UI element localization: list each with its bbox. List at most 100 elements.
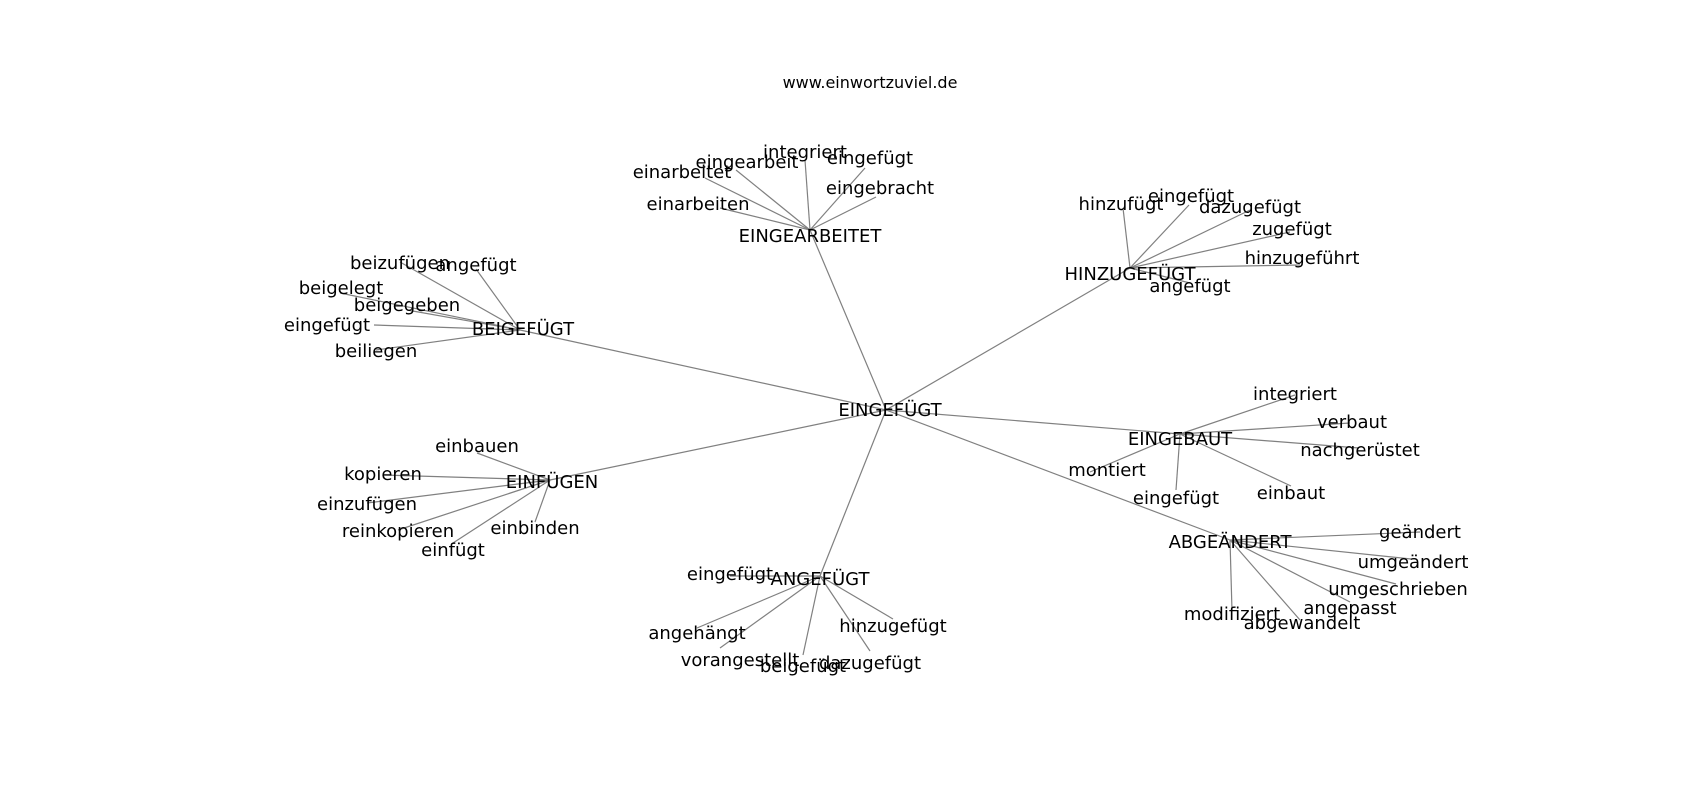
leaf-node-label: kopieren <box>344 464 422 485</box>
edge-hub-leaf <box>719 207 811 231</box>
leaf-node-label: zugefügt <box>1252 219 1332 240</box>
leaf-node-label: eingefügt <box>827 148 913 169</box>
leaf-node-label: beigelegt <box>299 278 384 299</box>
edge-root-hub <box>809 229 887 411</box>
leaf-node-label: beigegeben <box>354 295 460 316</box>
edge-hub-leaf <box>452 479 551 544</box>
edge-hub-leaf <box>1179 422 1351 435</box>
edge-root-hub <box>885 267 1131 411</box>
edge-root-hub <box>549 409 887 481</box>
leaf-node-label: dazugefügt <box>1199 197 1301 218</box>
edge-hub-leaf <box>476 452 551 481</box>
leaf-node-label: eingefügt <box>284 315 370 336</box>
edge-hub-leaf <box>534 479 551 523</box>
leaf-node-label: einbinden <box>490 518 579 539</box>
leaf-node-label: einarbeitet <box>633 162 732 183</box>
leaf-node-label: nachgerüstet <box>1300 440 1420 461</box>
leaf-node-label: angefügt <box>1149 276 1230 297</box>
hub-node-label: BEIGEFÜGT <box>472 318 575 340</box>
leaf-node-label: reinkopieren <box>342 521 454 542</box>
leaf-node-label: abgewandelt <box>1244 613 1361 634</box>
edge-hub-leaf <box>1129 267 1191 284</box>
leaf-node-label: beiliegen <box>335 341 418 362</box>
edge-hub-leaf <box>1229 539 1301 621</box>
edge-root-hub <box>885 409 1181 435</box>
edge-hub-leaf <box>399 261 521 331</box>
edge-hub-leaf <box>1229 539 1351 603</box>
edge-hub-leaf <box>1179 433 1292 487</box>
leaf-node-label: integriert <box>1253 384 1337 405</box>
edge-root-hub <box>819 409 887 577</box>
leaf-node-label: hinzugefügt <box>839 616 946 637</box>
hub-node-label: ABGEÄNDERT <box>1169 532 1293 553</box>
leaf-node-label: dazugefügt <box>819 653 921 674</box>
leaf-node-label: hinzufügt <box>1079 194 1164 215</box>
edge-hub-leaf <box>1179 394 1296 435</box>
leaf-node-label: angefügt <box>435 255 516 276</box>
edge-hub-leaf <box>406 309 521 331</box>
edge-hub-leaf <box>1175 433 1181 491</box>
leaf-node-label: hinzugeführt <box>1245 248 1360 269</box>
edge-hub-leaf <box>696 575 821 629</box>
hub-node-label: ANGEFÜGT <box>771 568 871 590</box>
edge-hub-leaf <box>804 159 811 231</box>
edge-hub-leaf <box>382 474 551 481</box>
diagram-title: www.einwortzuviel.de <box>783 73 958 92</box>
leaf-node-label: geändert <box>1379 522 1461 543</box>
leaf-node-label: eingebracht <box>826 178 934 199</box>
edge-hub-leaf <box>375 329 521 351</box>
edge-hub-leaf <box>704 177 811 231</box>
edge-hub-leaf <box>809 167 866 231</box>
leaf-node-label: eingefügt <box>1148 186 1234 207</box>
leaf-node-label: modifiziert <box>1184 604 1280 625</box>
leaf-node-label: einzufügen <box>317 494 417 515</box>
edge-hub-leaf <box>1229 531 1421 541</box>
edge-hub-leaf <box>819 575 871 652</box>
leaf-node-label: angehängt <box>648 623 745 644</box>
root-node-label: EINGEFÜGT <box>838 399 942 421</box>
edge-hub-leaf <box>475 268 521 331</box>
edge-hub-leaf <box>1179 433 1360 449</box>
leaf-node-label: umgeändert <box>1358 552 1469 573</box>
leaf-node-label: beigefügt <box>760 656 846 677</box>
edge-hub-leaf <box>1089 433 1181 473</box>
leaf-node-label: eingearbeit <box>696 152 799 173</box>
edge-hub-leaf <box>373 324 521 331</box>
leaf-node-label: einarbeiten <box>647 194 750 215</box>
edge-hub-leaf <box>1129 231 1291 269</box>
leaf-node-label: montiert <box>1068 460 1146 481</box>
edge-hub-leaf <box>735 169 811 231</box>
edge-hub-leaf <box>1229 539 1397 585</box>
leaf-node-label: eingefügt <box>1133 488 1219 509</box>
hub-node-label: EINGEARBEITET <box>739 226 883 247</box>
edge-hub-leaf <box>339 292 521 331</box>
leaf-node-label: verbaut <box>1317 412 1387 433</box>
edge-hub-leaf <box>1129 264 1301 269</box>
edge-root-hub <box>519 329 887 411</box>
leaf-node-label: umgeschrieben <box>1328 579 1468 600</box>
graph-labels: www.einwortzuviel.de integriert eingearbe… <box>284 73 1469 677</box>
edge-hub-leaf <box>1129 209 1251 269</box>
edge-hub-leaf <box>819 575 894 620</box>
hub-node-label: EINFÜGEN <box>506 471 598 493</box>
leaf-node-label: eingefügt <box>687 564 773 585</box>
edge-hub-leaf <box>1229 539 1233 612</box>
edge-hub-leaf <box>1129 204 1190 269</box>
edge-root-hub <box>885 409 1231 541</box>
edge-hub-leaf <box>397 479 551 531</box>
edge-hub-leaf <box>809 196 877 231</box>
edge-hub-leaf <box>1229 539 1412 560</box>
hub-node-label: HINZUGEFÜGT <box>1065 263 1197 285</box>
edge-hub-leaf <box>802 575 821 656</box>
leaf-node-label: vorangestellt <box>681 650 800 671</box>
leaf-node-label: angepasst <box>1303 598 1396 619</box>
leaf-node-label: beizufügen <box>350 253 450 274</box>
leaf-node-label: einfügt <box>421 540 485 561</box>
leaf-node-label: einbaut <box>1257 483 1325 504</box>
edge-hub-leaf <box>719 575 821 649</box>
graph-edges <box>339 159 1421 656</box>
edge-hub-leaf <box>366 479 551 504</box>
leaf-node-label: einbauen <box>435 436 519 457</box>
edge-hub-leaf <box>1122 207 1131 269</box>
